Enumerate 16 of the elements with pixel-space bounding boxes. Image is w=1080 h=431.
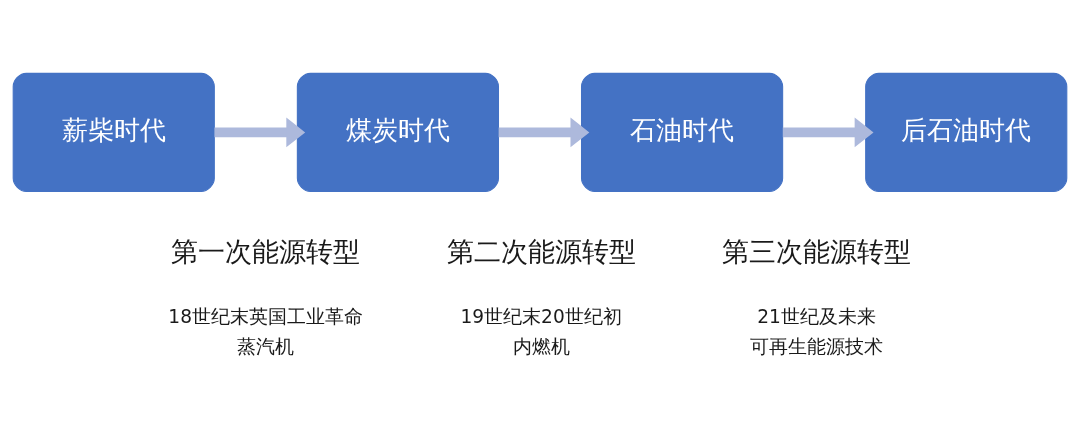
arrow	[498, 117, 590, 147]
label: 蒸汽机	[237, 335, 295, 357]
node-box: 煤炭时代	[296, 72, 499, 192]
label: 第二次能源转型	[446, 235, 636, 267]
label: 18世纪末英国工业革命	[168, 305, 363, 327]
node-box: 薪柴时代	[12, 72, 215, 192]
arrow	[782, 117, 874, 147]
label: 21世纪及未来	[757, 305, 876, 327]
label: 第三次能源转型	[722, 235, 912, 267]
node-box: 后石油时代	[865, 72, 1068, 192]
label: 内燃机	[512, 335, 570, 357]
arrow	[214, 117, 306, 147]
label: 第一次能源转型	[171, 235, 361, 267]
label: 19世纪末20世纪初	[460, 305, 622, 327]
label: 可再生能源技术	[750, 335, 884, 357]
node-box: 石油时代	[581, 72, 784, 192]
